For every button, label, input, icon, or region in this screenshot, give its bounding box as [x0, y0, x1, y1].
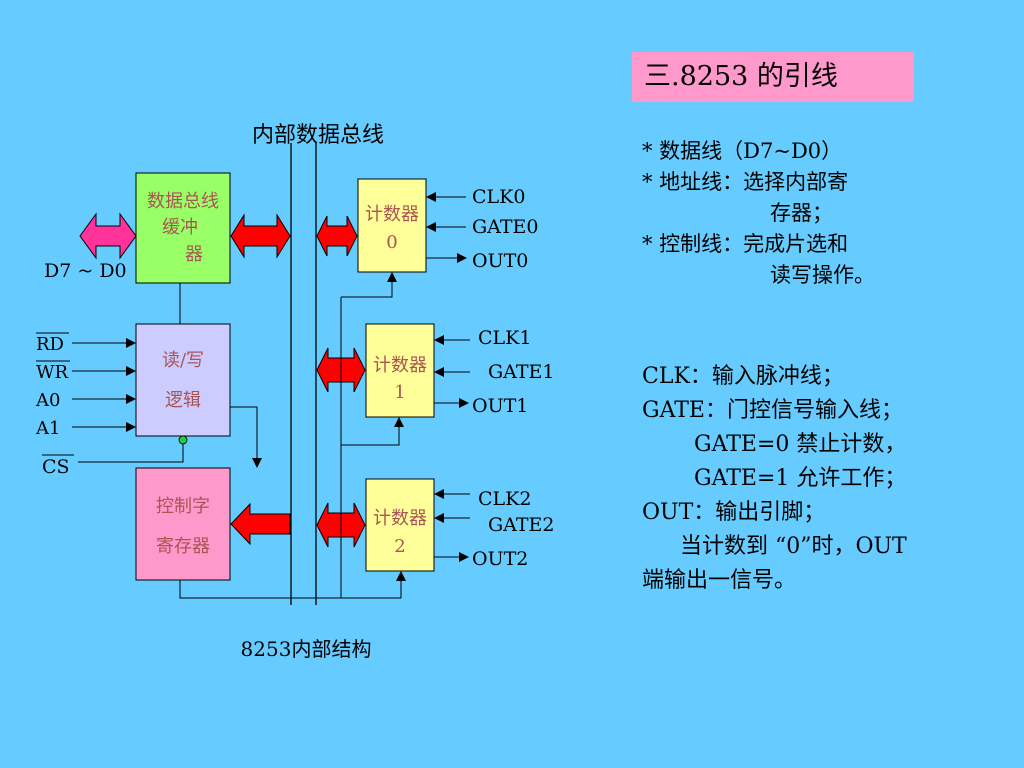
ctrl-line-1: 控制字	[156, 496, 210, 517]
feedback-counter2-arrowhead	[396, 571, 406, 581]
gate1-arrowhead	[434, 367, 444, 377]
bus-counter0-arrow	[316, 215, 358, 257]
out0-arrowhead	[457, 253, 467, 263]
counter-2-line-2: 2	[394, 536, 405, 557]
counter-1-line-2: 1	[394, 382, 405, 403]
pin-notes: * 数据线（D7~D0） * 地址线：选择内部寄 存器； * 控制线：完成片选和…	[642, 136, 875, 291]
buffer-line-2: 缓冲	[162, 217, 198, 238]
input-cs-label: CS	[42, 456, 70, 478]
read-write-logic	[135, 323, 231, 437]
input-a1-arrowhead	[126, 422, 136, 432]
gate2-arrowhead	[434, 513, 444, 523]
out0-label: OUT0	[472, 250, 528, 272]
clk2-arrowhead	[434, 489, 444, 499]
clk0-label: CLK0	[472, 186, 525, 208]
desc-gate-0: GATE=0 禁止计数，	[694, 432, 907, 457]
data-pins-label: D7 ~ D0	[44, 260, 127, 282]
desc-out-cont: 当计数到 “0”时，OUT	[680, 534, 907, 559]
note-address-cont: 存器；	[770, 201, 833, 225]
data-bus-buffer	[135, 172, 231, 284]
control-word-register	[135, 467, 231, 581]
feedback-counter1	[341, 425, 400, 446]
clk0-arrowhead	[426, 192, 436, 202]
clk1-label: CLK1	[478, 327, 531, 349]
note-control-lines: * 控制线：完成片选和	[642, 232, 849, 256]
buffer-bus-arrow	[230, 213, 291, 259]
feedback-counter0-arrowhead	[387, 272, 397, 282]
out1-arrowhead	[459, 398, 469, 408]
counter-1	[365, 323, 435, 418]
desc-gate: GATE：门控信号输入线；	[642, 398, 903, 423]
gate1-label: GATE1	[488, 361, 555, 383]
buffer-line-3: 器	[185, 244, 203, 265]
input-rd-label: RD	[36, 334, 64, 355]
out1-label: OUT1	[472, 395, 528, 417]
rw-ctrl-arrowhead	[252, 458, 262, 468]
note-address-lines: * 地址线：选择内部寄	[642, 170, 849, 194]
slide-title: 三.8253 的引线	[632, 52, 914, 102]
signal-descriptions: CLK：输入脉冲线； GATE：门控信号输入线； GATE=0 禁止计数， GA…	[642, 360, 907, 598]
counter-2-line-1: 计数器	[373, 508, 427, 529]
rw-line-1: 读/写	[162, 350, 204, 371]
note-data-lines: * 数据线（D7~D0）	[642, 139, 843, 163]
feedback-bottom	[179, 579, 402, 599]
input-a0-label: A0	[35, 390, 60, 411]
bus-label: 内部数据总线	[252, 123, 384, 148]
counter-2	[365, 478, 435, 572]
gate2-label: GATE2	[488, 514, 555, 536]
gate0-label: GATE0	[472, 216, 539, 238]
rw-ctrl-link	[230, 406, 258, 462]
cs-line	[78, 444, 184, 463]
input-wr-arrowhead	[126, 366, 136, 376]
gate0-arrowhead	[426, 222, 436, 232]
counter-1-line-1: 计数器	[373, 355, 427, 376]
desc-gate-1: GATE=1 允许工作；	[694, 466, 907, 491]
cs-connector-dot	[178, 435, 188, 445]
desc-out: OUT：输出引脚；	[642, 500, 826, 525]
feedback-counter1-arrowhead	[394, 417, 404, 427]
counter-0-line-2: 0	[386, 232, 397, 253]
note-control-cont: 读写操作。	[770, 263, 875, 287]
out2-arrowhead	[459, 552, 469, 562]
clk1-arrowhead	[434, 335, 444, 345]
ctrl-line-2: 寄存器	[156, 536, 210, 557]
counter-0	[357, 178, 427, 273]
input-rd-arrowhead	[126, 338, 136, 348]
desc-clk: CLK：输入脉冲线；	[642, 364, 844, 389]
feedback-counter0	[341, 280, 393, 298]
input-a1-label: A1	[35, 418, 60, 439]
desc-out-end: 端输出一信号。	[642, 568, 797, 593]
counter-0-line-1: 计数器	[365, 204, 419, 225]
out2-label: OUT2	[472, 548, 528, 570]
input-wr-label: WR	[36, 362, 69, 383]
buffer-line-1: 数据总线	[147, 191, 219, 212]
clk2-label: CLK2	[478, 488, 531, 510]
data-bus-pink-arrow	[79, 212, 137, 260]
bus-ctrl-arrow	[230, 502, 291, 546]
input-a0-arrowhead	[126, 394, 136, 404]
rw-line-2: 逻辑	[165, 390, 201, 411]
diagram-caption: 8253内部结构	[241, 637, 372, 661]
